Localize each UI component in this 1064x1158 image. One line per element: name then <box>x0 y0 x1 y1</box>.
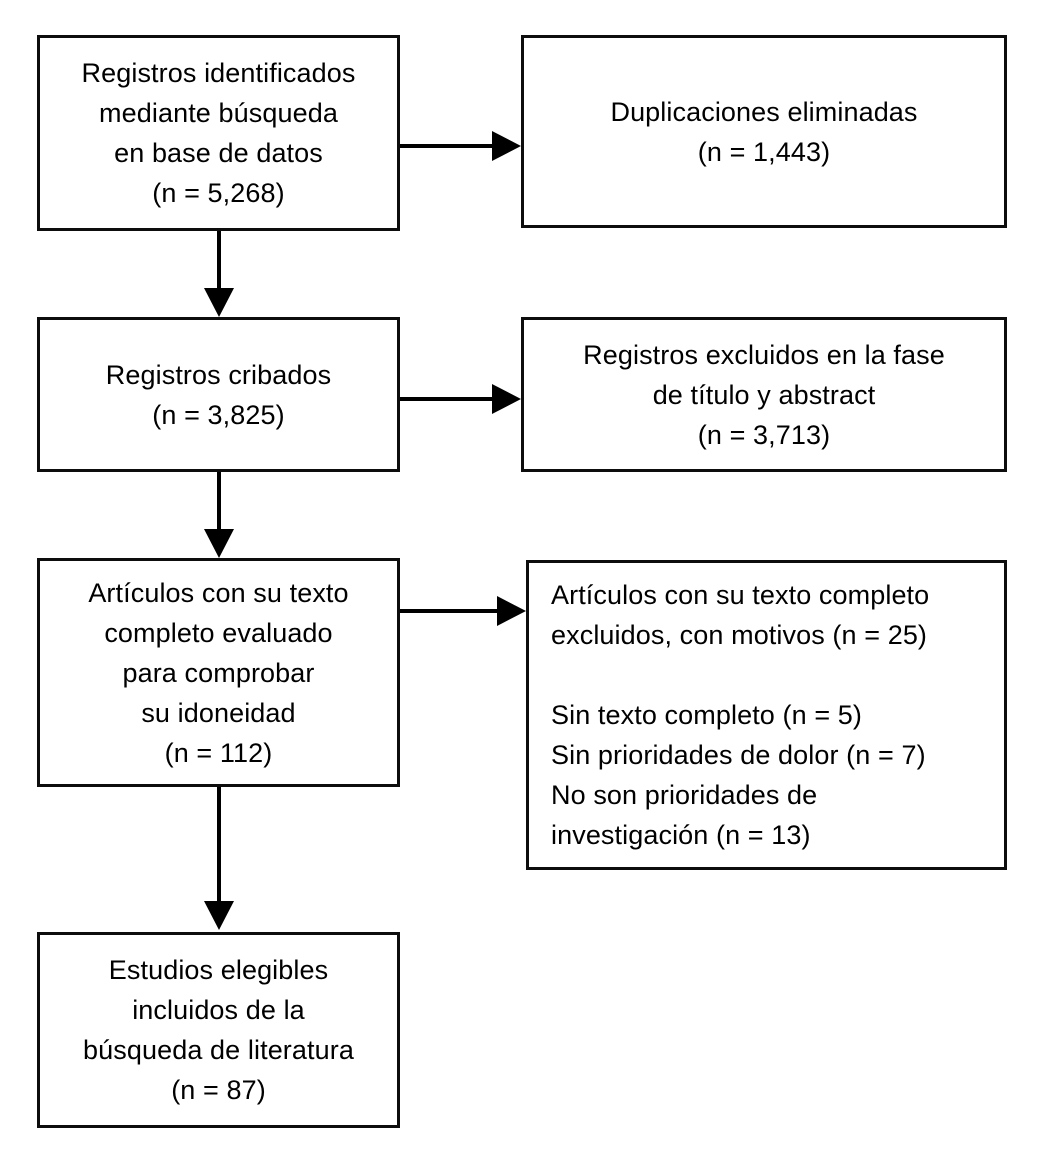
records-screened-text: Registros cribados (n = 3,825) <box>105 359 332 430</box>
arrow-shaft <box>217 787 221 907</box>
fulltext-assessed-text: Artículos con su texto completo evaluado… <box>88 577 349 768</box>
fulltext-excluded-reasons-list: Sin texto completo (n = 5) Sin prioridad… <box>551 700 926 850</box>
arrow-head-right-icon <box>492 384 521 414</box>
arrow-shaft <box>217 231 221 293</box>
arrow-head-down-icon <box>204 901 234 930</box>
duplicates-removed-text: Duplicaciones eliminadas (n = 1,443) <box>610 96 918 167</box>
arrow-screened-to-excluded <box>400 384 521 414</box>
arrow-shaft <box>400 397 500 401</box>
eligible-studies-included-box: Estudios elegibles incluidos de la búsqu… <box>37 932 400 1128</box>
arrow-head-down-icon <box>204 288 234 317</box>
fulltext-excluded-reasons-box: Artículos con su texto completo excluido… <box>526 560 1007 870</box>
arrow-identified-to-screened <box>204 231 234 317</box>
arrow-head-right-icon <box>492 131 521 161</box>
fulltext-assessed-box: Artículos con su texto completo evaluado… <box>37 558 400 787</box>
eligible-studies-included-text: Estudios elegibles incluidos de la búsqu… <box>83 955 354 1105</box>
records-screened-box: Registros cribados (n = 3,825) <box>37 317 400 472</box>
fulltext-excluded-heading: Artículos con su texto completo excluido… <box>551 580 930 650</box>
arrow-shaft <box>400 609 505 613</box>
arrow-head-down-icon <box>204 529 234 558</box>
arrow-fulltext-to-included <box>204 787 234 932</box>
arrow-identified-to-duplicates <box>400 131 521 161</box>
arrow-fulltext-to-excluded-reasons <box>400 596 526 626</box>
arrow-screened-to-fulltext <box>204 472 234 558</box>
arrow-head-right-icon <box>497 596 526 626</box>
records-identified-box: Registros identificados mediante búsqued… <box>37 35 400 231</box>
duplicates-removed-box: Duplicaciones eliminadas (n = 1,443) <box>521 35 1007 228</box>
records-excluded-title-abstract-text: Registros excluidos en la fase de título… <box>583 339 945 450</box>
records-excluded-title-abstract-box: Registros excluidos en la fase de título… <box>521 317 1007 472</box>
records-identified-text: Registros identificados mediante búsqued… <box>81 58 356 208</box>
arrow-shaft <box>217 472 221 534</box>
arrow-shaft <box>400 144 500 148</box>
